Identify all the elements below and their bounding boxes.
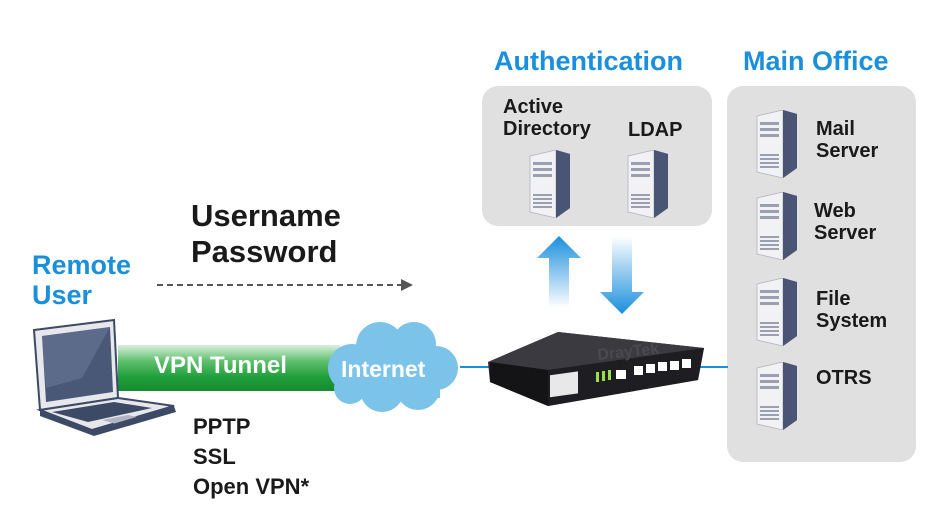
label-line: System: [816, 310, 888, 332]
internet-cloud-icon: [322, 318, 462, 414]
label-line: Server: [814, 222, 877, 244]
protocol-list: PPTP SSL Open VPN*: [193, 412, 309, 502]
down-arrow-icon: [600, 236, 644, 314]
credentials-label: Username Password: [191, 198, 341, 270]
label-line: Directory: [503, 118, 591, 140]
laptop-icon: [32, 318, 182, 438]
label-line: Web: [814, 200, 856, 222]
internet-router-link: [460, 366, 496, 368]
router-brand: DrayTek: [597, 341, 660, 364]
server-label-mail: Mail Server: [816, 118, 878, 162]
label-line: Active: [503, 96, 564, 118]
file-system-server-icon: [755, 278, 797, 346]
title-line: User: [32, 280, 93, 310]
label-line: Mail: [816, 118, 855, 140]
authentication-title: Authentication: [494, 46, 683, 76]
server-label-ldap: LDAP: [628, 119, 682, 141]
username-label: Username: [191, 198, 341, 233]
label-line: OTRS: [816, 367, 872, 389]
protocol-pptp: PPTP: [193, 414, 251, 439]
mail-server-icon: [755, 110, 797, 178]
protocol-openvpn: Open VPN*: [193, 474, 310, 499]
server-label-file-system: File System: [816, 288, 887, 332]
remote-user-title: Remote User: [32, 250, 131, 310]
vpn-tunnel: [118, 345, 340, 391]
protocol-ssl: SSL: [193, 444, 236, 469]
credentials-dashed-arrow: [157, 279, 413, 291]
router-office-link: [700, 366, 728, 368]
otrs-server-icon: [755, 362, 797, 430]
router-icon: DrayTek: [488, 326, 704, 422]
title-line: Remote: [32, 250, 132, 280]
authentication-panel: [482, 86, 712, 226]
label-line: File: [816, 288, 851, 310]
web-server-icon: [755, 192, 797, 260]
server-label-web: Web Server: [814, 200, 876, 244]
active-directory-server-icon: [528, 150, 570, 218]
vpn-tunnel-label: VPN Tunnel: [154, 352, 287, 379]
password-label: Password: [191, 234, 338, 269]
label-line: Server: [816, 140, 879, 162]
server-label-active-directory: Active Directory: [503, 96, 591, 140]
main-office-title: Main Office: [743, 46, 889, 76]
ldap-server-icon: [626, 150, 668, 218]
server-label-otrs: OTRS: [816, 367, 872, 389]
label-line: LDAP: [628, 119, 683, 141]
internet-label: Internet: [341, 356, 426, 382]
up-arrow-icon: [537, 236, 581, 308]
